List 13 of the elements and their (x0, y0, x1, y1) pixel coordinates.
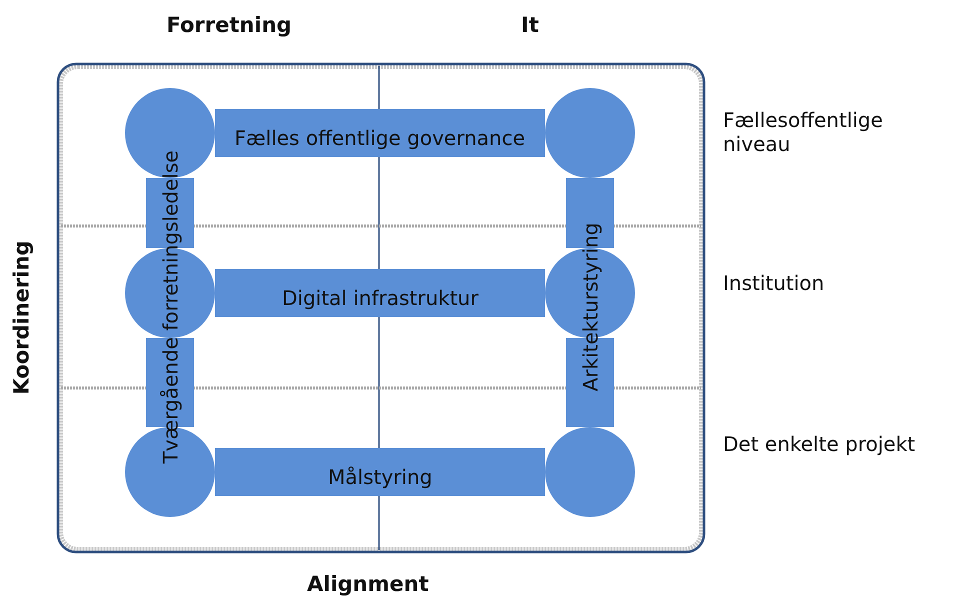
column-heading: Forretning (166, 12, 292, 38)
edge-label: Arkitekturstyring (578, 222, 601, 392)
axis-title: Alignment (307, 572, 429, 597)
row-label: Fællesoffentlige niveau (723, 108, 884, 156)
column-heading: It (521, 12, 539, 38)
row-label: Institution (723, 271, 824, 295)
axis-title: Koordinering (9, 240, 34, 394)
row-label: Det enkelte projekt (723, 432, 916, 456)
connector-bar (215, 269, 545, 317)
edge-label: Tværgående forretningsledelse (159, 150, 182, 464)
edge-label: Målstyring (328, 466, 432, 488)
edge-label: Digital infrastruktur (282, 287, 478, 309)
edge-label: Fælles offentlige governance (234, 127, 525, 149)
